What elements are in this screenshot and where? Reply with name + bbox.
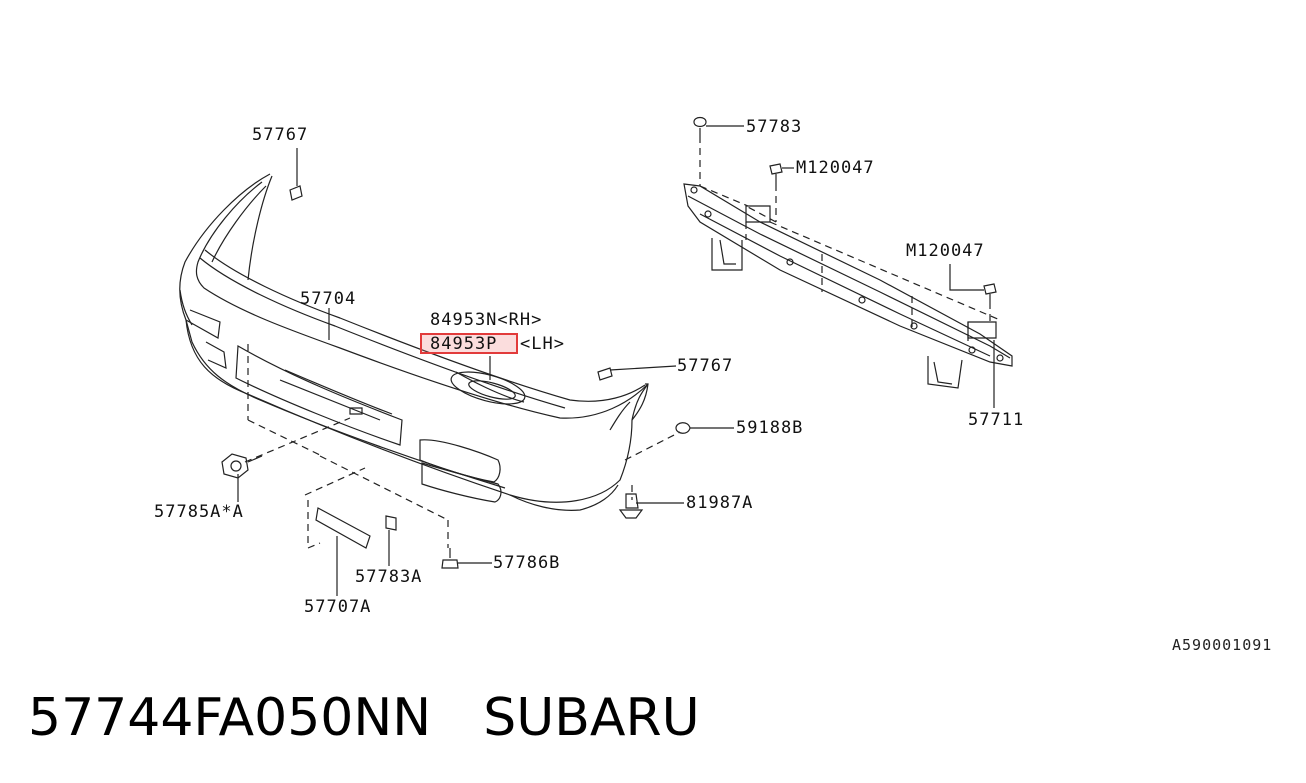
clip-59188b: [676, 423, 690, 434]
clip-81987a: [620, 494, 642, 518]
label-57767-right: 57767: [677, 356, 734, 376]
highlight-box[interactable]: [420, 333, 518, 354]
label-57783a: 57783A: [355, 567, 423, 587]
label-m120047-top: M120047: [796, 158, 875, 178]
label-84953p-code: 84953P: [430, 334, 498, 354]
label-84953p-side: <LH>: [520, 334, 565, 354]
label-57767-top: 57767: [252, 125, 309, 145]
bolt-m120047-top: [770, 164, 794, 184]
bolt-57785a: [222, 454, 262, 478]
diagram-code: A590001091: [1172, 636, 1273, 654]
bracket-57707a: [316, 508, 396, 548]
label-57785a: 57785A*A: [154, 502, 244, 522]
label-m120047-mid: M120047: [906, 241, 985, 261]
footer-title: 57744FA050NN SUBARU: [28, 688, 700, 748]
screw-57786b: [442, 548, 458, 568]
label-59188b: 59188B: [736, 418, 804, 438]
clip-57767-right: [598, 366, 676, 380]
label-57783: 57783: [746, 117, 803, 137]
label-81987a: 81987A: [686, 493, 754, 513]
label-57711: 57711: [968, 410, 1025, 430]
fog-grille-84953: [448, 356, 528, 410]
label-57707a: 57707A: [304, 597, 372, 617]
label-84953n-rh: 84953N<RH>: [430, 310, 543, 330]
fastener-57783: [694, 118, 744, 137]
label-57704: 57704: [300, 289, 357, 309]
part-number: 57744FA050NN: [28, 688, 432, 748]
label-57786b: 57786B: [493, 553, 561, 573]
reinforcement-beam-57711: [684, 184, 1012, 388]
bolt-m120047-mid: [950, 264, 996, 302]
clip-57767-top: [290, 148, 302, 200]
brand-name: SUBARU: [483, 688, 700, 748]
